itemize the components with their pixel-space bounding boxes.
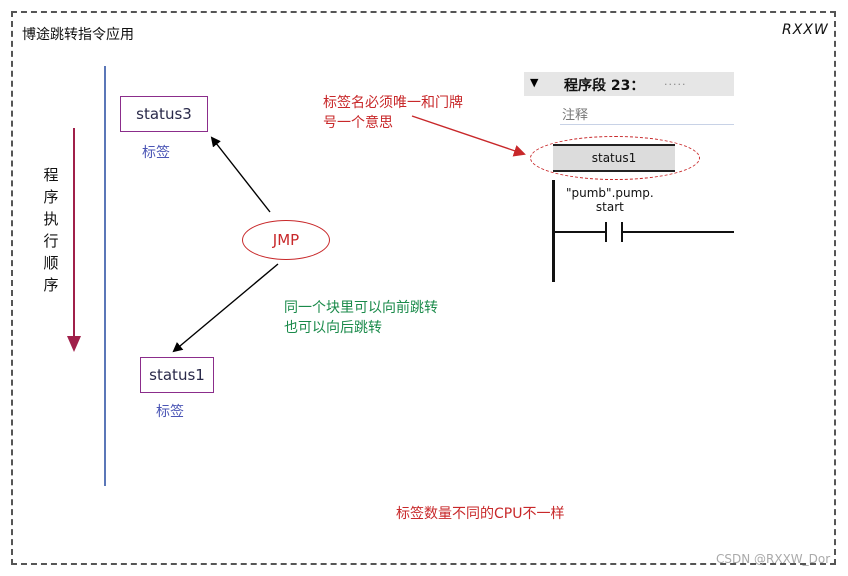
contact-tag-line1: "pumb".pump. <box>566 186 654 200</box>
network-title-placeholder[interactable]: ..... <box>664 75 687 88</box>
label-count-note: 标签数量不同的CPU不一样 <box>396 506 565 522</box>
contact-tag-line2: start <box>595 200 624 214</box>
jump-direction-note-line1: 同一个块里可以向前跳转 <box>284 300 438 316</box>
dashed-frame <box>11 11 836 565</box>
label-box-status1: status1 <box>140 357 214 393</box>
execution-order-arrow <box>67 128 81 352</box>
unique-label-note: 标签名必须唯一和门牌 号一个意思 <box>323 93 463 133</box>
power-rail <box>552 180 555 282</box>
watermark: CSDN @RXXW_Dor <box>716 552 831 566</box>
jmp-label: JMP <box>272 231 300 249</box>
unique-label-pointer-arrow <box>411 115 526 157</box>
jmp-ellipse: JMP <box>242 220 330 260</box>
collapse-triangle-icon[interactable]: ▼ <box>530 76 539 89</box>
jump-direction-note: 同一个块里可以向前跳转 也可以向后跳转 <box>284 298 438 338</box>
label-highlight-ellipse <box>530 136 700 180</box>
tag-caption-top: 标签 <box>142 145 170 161</box>
tag-caption-bottom: 标签 <box>156 404 184 420</box>
network-comment[interactable]: 注释 <box>562 108 589 123</box>
comment-underline <box>560 124 734 125</box>
network-title: 程序段 23： <box>564 78 645 94</box>
diagram-title: 博途跳转指令应用 <box>22 27 134 43</box>
label-box-status3: status3 <box>120 96 208 132</box>
unique-label-note-line2: 号一个意思 <box>323 115 393 131</box>
timeline-line <box>104 66 106 486</box>
unique-label-note-line1: 标签名必须唯一和门牌 <box>323 95 463 111</box>
jump-backward-arrow <box>172 263 279 353</box>
jump-direction-note-line2: 也可以向后跳转 <box>284 320 382 336</box>
brand-logo-text: RXXW <box>782 22 829 38</box>
jump-forward-arrow <box>210 136 271 213</box>
contact-tag-label: "pumb".pump. start <box>566 186 654 214</box>
network-header[interactable]: ▼ 程序段 23： ..... <box>524 72 734 96</box>
network-label-status1[interactable]: status1 <box>553 144 675 172</box>
execution-order-label: 程序执行顺序 <box>43 166 59 294</box>
